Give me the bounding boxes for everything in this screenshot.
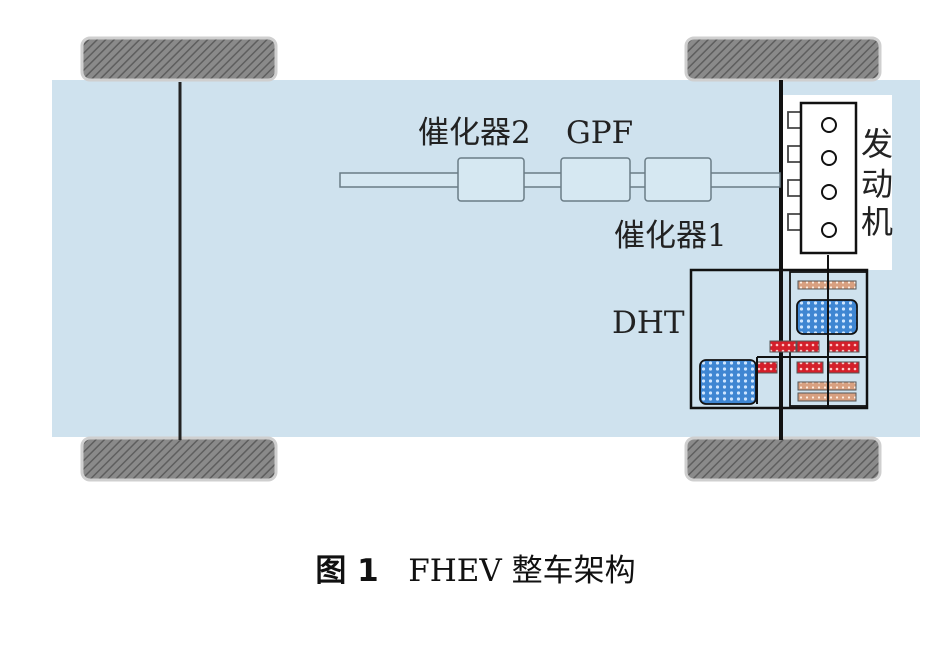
cylinder-1 (821, 117, 837, 133)
exhaust-manifold (787, 111, 800, 231)
gear-red-2 (796, 340, 820, 353)
cylinder-4 (821, 222, 837, 238)
gear-red-5 (796, 361, 824, 374)
gear-red-1 (769, 340, 797, 353)
tire-rear-bottom (80, 436, 278, 482)
figure-number: 图 1 (315, 553, 379, 589)
label-gpf: GPF (566, 115, 634, 151)
label-engine-char-2: 动 (861, 165, 894, 203)
catalyst-2-box (457, 157, 525, 202)
tire-front-bottom (684, 436, 882, 482)
cylinder-3 (821, 184, 837, 200)
catalyst-1-box (644, 157, 712, 202)
gear-red-4 (756, 361, 778, 374)
label-catalyst-2: 催化器2 (418, 115, 531, 151)
cylinder-2 (821, 150, 837, 166)
figure-title: FHEV 整车架构 (408, 553, 636, 589)
dht-shafts (756, 255, 867, 408)
gear-red-6 (828, 361, 860, 374)
label-engine-char-1: 发 (861, 125, 894, 163)
tire-rear-top (80, 36, 278, 82)
figure-caption: 图 1 FHEV 整车架构 (0, 545, 951, 590)
drive-motor (699, 359, 757, 405)
exhaust-pipe (339, 172, 781, 188)
tire-front-top (684, 36, 882, 82)
gpf-box (560, 157, 631, 202)
vehicle-body (52, 80, 920, 437)
label-engine-char-3: 机 (861, 203, 894, 241)
gear-red-3 (828, 340, 860, 353)
label-catalyst-1: 催化器1 (614, 218, 727, 254)
caption-gap (379, 553, 409, 589)
label-dht: DHT (612, 305, 685, 341)
